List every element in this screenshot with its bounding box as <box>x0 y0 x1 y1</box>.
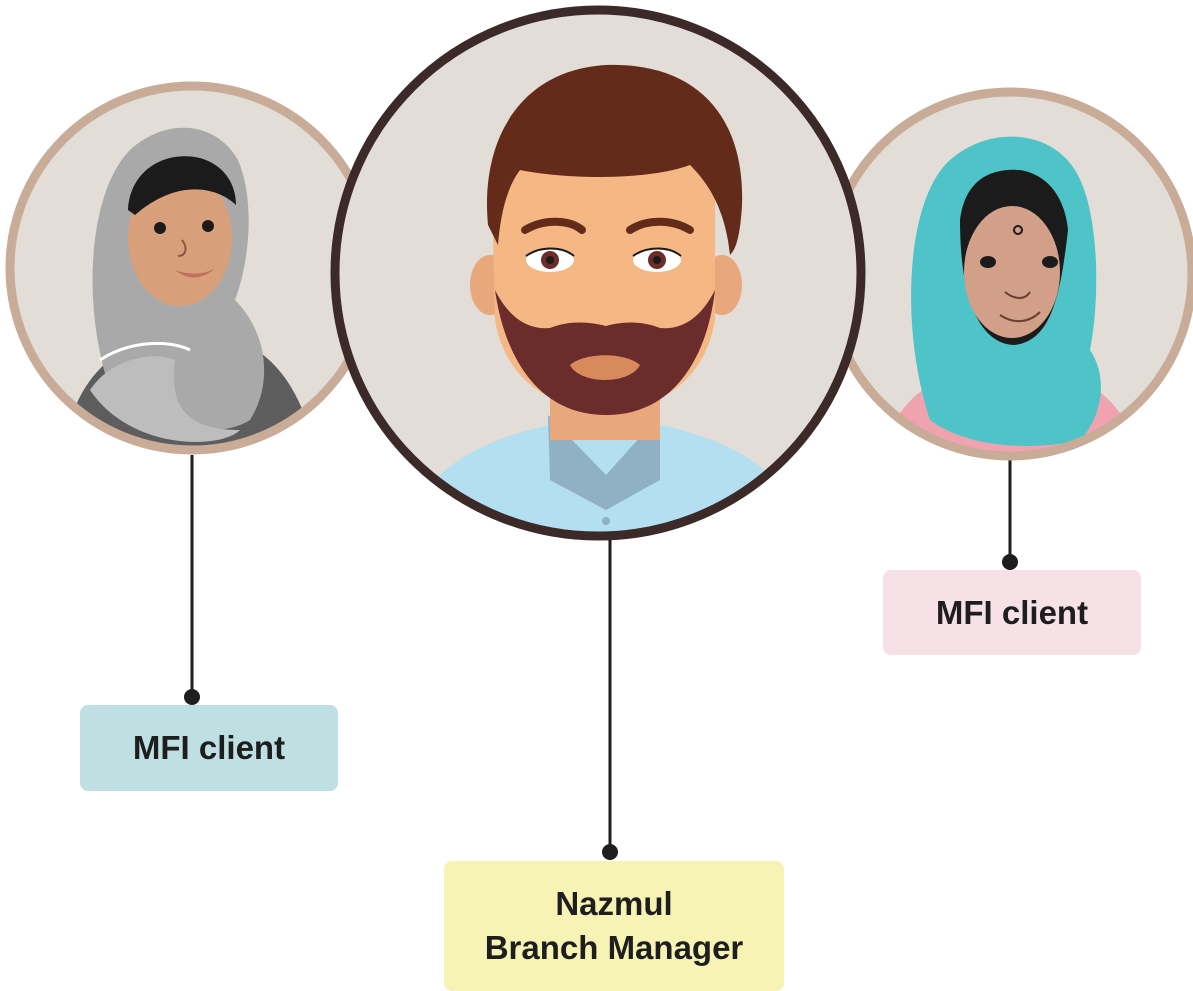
connector-left <box>184 455 200 705</box>
connector-right <box>1002 458 1018 570</box>
avatar-client-right <box>823 87 1193 461</box>
connector-center <box>602 530 618 860</box>
label-manager-role: Branch Manager <box>484 929 744 966</box>
label-client-left: MFI client <box>80 705 338 791</box>
avatar-client-left <box>5 81 379 455</box>
label-client-right-text: MFI client <box>935 593 1089 631</box>
label-client-left-text: MFI client <box>132 729 286 766</box>
avatar-manager <box>330 5 866 541</box>
label-manager: Nazmul Branch Manager <box>444 861 784 991</box>
label-manager-name: Nazmul <box>555 885 673 922</box>
label-client-right: MFI client <box>883 570 1141 655</box>
